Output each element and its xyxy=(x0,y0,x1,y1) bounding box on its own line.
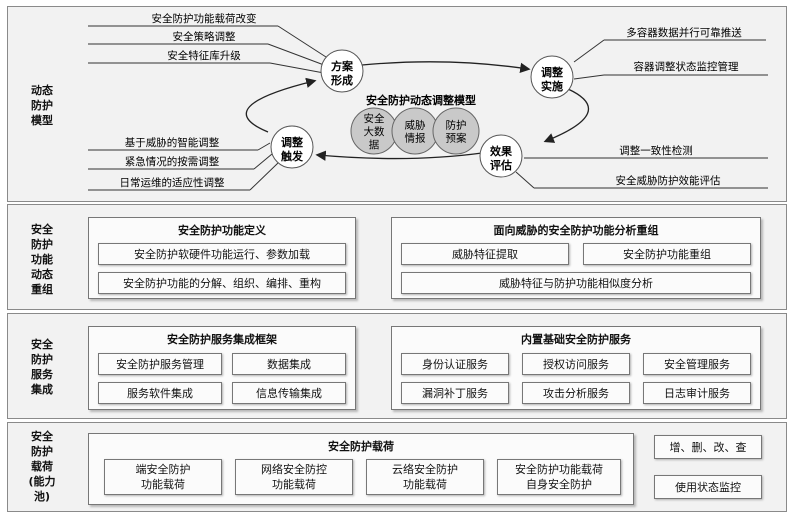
stage-scheme-label-2: 形成 xyxy=(331,73,353,87)
threat-reorg-panel: 面向威胁的安全防护功能分析重组 威胁特征提取 安全防护功能重组 威胁特征与防护功… xyxy=(391,217,761,299)
trigger-item-2: 紧急情况的按需调整 xyxy=(125,155,220,168)
trigger-item-1: 基于威胁的智能调整 xyxy=(125,136,220,149)
center-circle-threat-intel-label: 威胁情报 xyxy=(405,119,426,145)
center-title: 安全防护动态调整模型 xyxy=(366,93,476,107)
cycle-arc-right xyxy=(543,88,589,143)
scheme-input-3: 安全特征库升级 xyxy=(167,49,241,62)
payload-self-protection-box: 安全防护功能载荷 自身安全防护 xyxy=(497,459,621,495)
threat-reorg-title: 面向威胁的安全防护功能分析重组 xyxy=(493,224,659,237)
function-definition-panel: 安全防护功能定义 安全防护软硬件功能运行、参数加载 安全防护功能的分解、组织、编… xyxy=(88,217,356,299)
dynamic-model-diagram: 安全防护动态调整模型 方案 形成 调整 实施 效果 评估 调整 触发 安全大数据… xyxy=(88,12,768,191)
center-circle-defense-plan xyxy=(432,107,480,155)
evaluate-item-2: 安全威胁防护效能评估 xyxy=(616,174,721,187)
implement-item-1: 多容器数据并行可靠推送 xyxy=(626,26,742,39)
builtin-services-panel: 内置基础安全防护服务 身份认证服务 授权访问服务 安全管理服务 漏洞补丁服务 攻… xyxy=(391,326,761,410)
info-transmission-integration-box: 信息传输集成 xyxy=(232,382,346,404)
implement-item-2: 容器调整状态监控管理 xyxy=(634,60,739,73)
network-payload-box: 网络安全防控 功能载荷 xyxy=(235,459,353,495)
threat-feature-extract-box: 威胁特征提取 xyxy=(401,243,569,265)
dynamic-model-band: 动态 防护 模型 xyxy=(7,6,787,202)
stage-implement-label-1: 调整 xyxy=(541,65,563,79)
stage-implement-node xyxy=(530,55,574,99)
evaluate-lines xyxy=(515,157,768,189)
payload-band: 安全 防护 载荷 (能力 池) 安全防护载荷 端安全防护 功能载荷 网络安全防控… xyxy=(7,422,787,512)
usage-monitor-box: 使用状态监控 xyxy=(654,475,762,499)
cycle-arc-top xyxy=(361,61,531,73)
stage-scheme-node xyxy=(320,49,364,93)
service-framework-panel: 安全防护服务集成框架 安全防护服务管理 数据集成 服务软件集成 信息传输集成 xyxy=(88,326,356,410)
stage-evaluate-label-1: 效果 xyxy=(490,144,512,158)
scheme-input-1: 安全防护功能载荷改变 xyxy=(152,12,257,25)
trigger-item-3: 日常运维的适应性调整 xyxy=(120,176,225,189)
function-decompose-box: 安全防护功能的分解、组织、编排、重构 xyxy=(98,272,346,294)
band-label-payload: 安全 防护 载荷 (能力 池) xyxy=(28,430,56,503)
function-reorg-box: 安全防护功能重组 xyxy=(583,243,751,265)
service-software-integration-box: 服务软件集成 xyxy=(98,382,222,404)
implement-lines xyxy=(573,39,768,80)
access-service-box: 授权访问服务 xyxy=(522,353,630,375)
attack-analysis-service-box: 攻击分析服务 xyxy=(522,382,630,404)
builtin-services-title: 内置基础安全防护服务 xyxy=(521,333,631,346)
patch-service-box: 漏洞补丁服务 xyxy=(401,382,509,404)
auth-service-box: 身份认证服务 xyxy=(401,353,509,375)
function-definition-title: 安全防护功能定义 xyxy=(178,224,266,237)
stage-trigger-node xyxy=(270,125,314,169)
band-label-service: 安全 防护 服务 集成 xyxy=(31,338,53,396)
stage-implement-label-2: 实施 xyxy=(541,79,563,93)
stage-evaluate-node xyxy=(479,134,523,178)
security-management-service-box: 安全管理服务 xyxy=(643,353,751,375)
endpoint-payload-box: 端安全防护 功能载荷 xyxy=(104,459,222,495)
stage-evaluate-label-2: 评估 xyxy=(490,158,512,172)
reorg-band: 安全 防护 功能 动态 重组 安全防护功能定义 安全防护软硬件功能运行、参数加载… xyxy=(7,204,787,310)
data-integration-box: 数据集成 xyxy=(232,353,346,375)
log-audit-service-box: 日志审计服务 xyxy=(643,382,751,404)
band-label-reorg: 安全 防护 功能 动态 重组 xyxy=(31,223,53,296)
function-run-load-box: 安全防护软硬件功能运行、参数加载 xyxy=(98,243,346,265)
scheme-input-lines xyxy=(88,25,327,74)
cloud-payload-box: 云络安全防护 功能载荷 xyxy=(366,459,484,495)
stage-trigger-label-1: 调整 xyxy=(281,135,303,149)
evaluate-item-1: 调整一致性检测 xyxy=(619,144,693,157)
stage-trigger-label-2: 触发 xyxy=(280,149,304,163)
service-band: 安全 防护 服务 集成 安全防护服务集成框架 安全防护服务管理 数据集成 服务软… xyxy=(7,313,787,419)
band-label-dynamic-model: 动态 防护 模型 xyxy=(31,84,53,127)
payload-panel: 安全防护载荷 端安全防护 功能载荷 网络安全防控 功能载荷 云络安全防护 功能载… xyxy=(88,433,634,505)
cycle-arc-bottom xyxy=(315,150,483,161)
payload-title: 安全防护载荷 xyxy=(328,440,394,453)
crud-box: 增、删、改、查 xyxy=(654,435,762,459)
stage-scheme-label-1: 方案 xyxy=(331,59,354,73)
center-circle-defense-plan-label: 防护预案 xyxy=(446,119,467,145)
center-circle-big-data-label: 安全大数据 xyxy=(364,112,385,151)
trigger-lines xyxy=(88,142,279,191)
scheme-input-2: 安全策略调整 xyxy=(173,30,236,43)
service-management-box: 安全防护服务管理 xyxy=(98,353,222,375)
service-framework-title: 安全防护服务集成框架 xyxy=(167,333,277,346)
cycle-arc-left xyxy=(245,77,317,133)
similarity-analysis-box: 威胁特征与防护功能相似度分析 xyxy=(401,272,751,294)
